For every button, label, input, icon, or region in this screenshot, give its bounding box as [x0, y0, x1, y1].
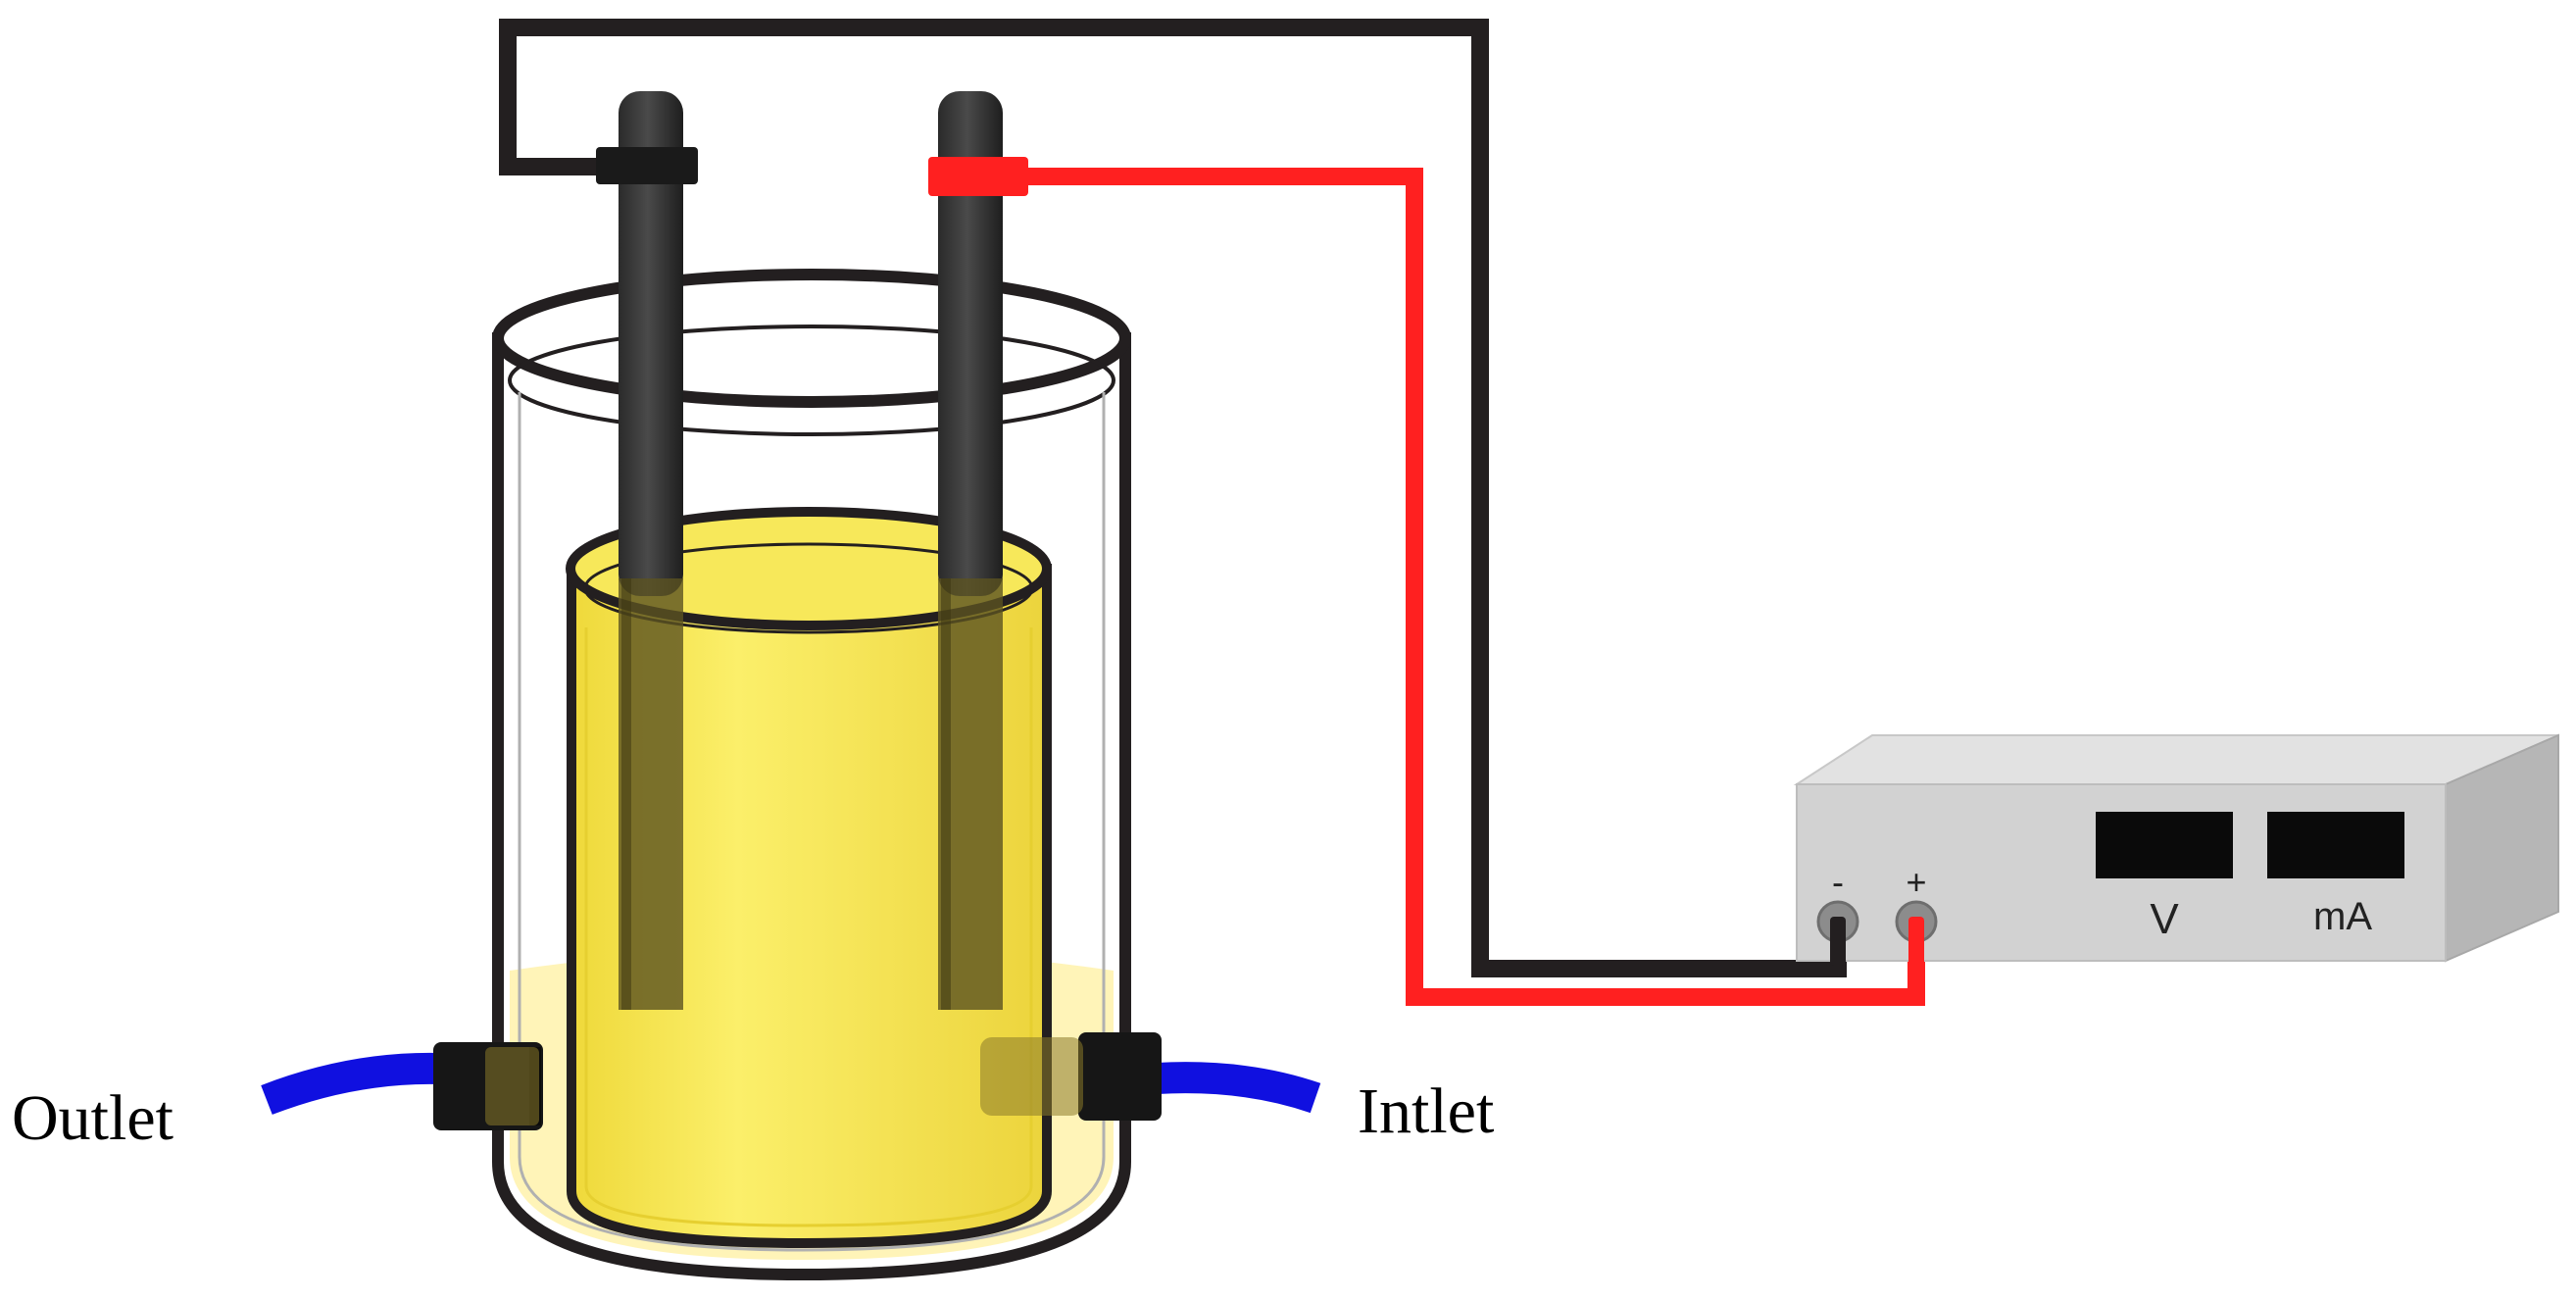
- outer-beaker-inner-wall: [518, 392, 1106, 1252]
- negative-terminal-post: [1830, 917, 1846, 966]
- voltage-display: [2096, 812, 2233, 878]
- inner-container-wall-highlight: [584, 627, 1033, 1227]
- power-supply-top: [1793, 734, 2559, 785]
- black-wire: [499, 19, 1847, 977]
- right-electrode: [928, 91, 1028, 1010]
- red-wire-path: [1019, 168, 1925, 1006]
- black-wire-path: [499, 19, 1847, 977]
- inner-container: [566, 507, 1052, 1249]
- inlet-label: Intlet: [1358, 1075, 1494, 1147]
- inlet-tube: [1078, 1032, 1321, 1121]
- terminal-negative-label: -: [1832, 862, 1844, 902]
- voltage-meter-label: V: [2150, 895, 2179, 943]
- inlet-tube-hose: [1156, 1062, 1321, 1114]
- outer-beaker-rim: [492, 269, 1131, 408]
- right-electrode-rod-shade: [941, 578, 951, 1010]
- left-electrode-rod-upper: [619, 91, 683, 596]
- inlet-tube-fitting: [1078, 1032, 1162, 1121]
- terminal-positive-label: +: [1906, 862, 1926, 902]
- left-electrode: [596, 91, 698, 1010]
- outer-beaker-rim-inner: [508, 325, 1115, 436]
- inner-container-body: [567, 564, 1052, 1249]
- inner-container-rim: [566, 507, 1052, 630]
- outlet-fitting-inner: [485, 1047, 539, 1125]
- inner-container-rim-inner: [583, 542, 1034, 634]
- right-electrode-rod-upper: [938, 91, 1003, 596]
- left-electrode-clamp: [596, 147, 698, 184]
- red-wire: [1019, 168, 1925, 1006]
- current-meter-label: mA: [2313, 895, 2372, 938]
- outlet-label: Outlet: [12, 1082, 173, 1154]
- inlet-fitting-inner: [980, 1037, 1083, 1116]
- power-supply: - + V mA: [1793, 733, 2559, 966]
- right-electrode-clamp: [928, 157, 1028, 196]
- positive-terminal-post: [1908, 917, 1924, 966]
- outlet-tube-hose: [261, 1052, 440, 1115]
- left-electrode-rod-shade: [621, 578, 631, 1010]
- current-display: [2267, 812, 2404, 878]
